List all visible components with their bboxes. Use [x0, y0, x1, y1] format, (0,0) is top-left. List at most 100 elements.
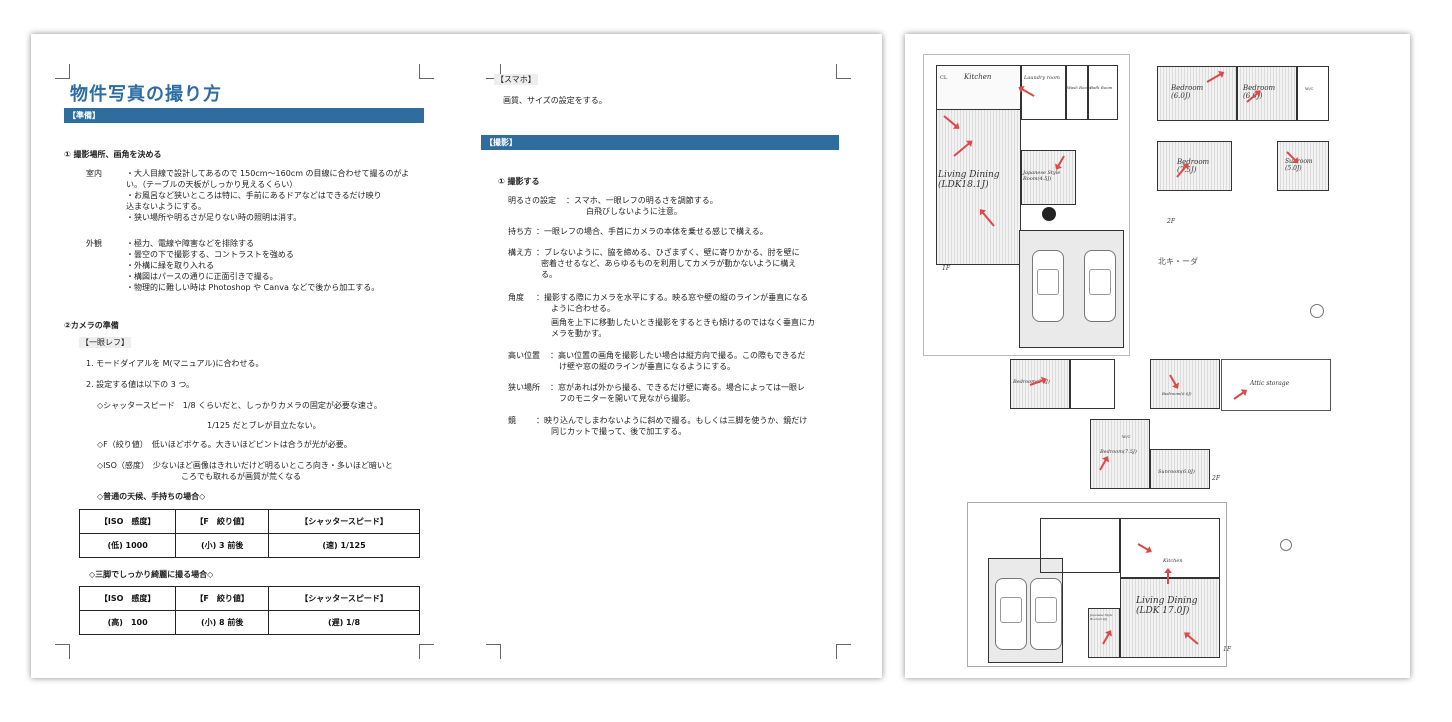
- settings-table-normal: 【ISO 感度】 【F 絞り値】 【シャッタースピード】 (低) 1000 (小…: [78, 509, 420, 558]
- iso-line: ◇ISO（感度） 少ないほど画像はきれいだけど明るいところ向き・多いほど暗いと: [97, 461, 393, 470]
- table-cell: (小) 3 前後: [175, 533, 270, 558]
- tip-line: け壁や窓の縦のラインが垂直になるようにする。: [559, 362, 736, 371]
- room-label: Laundry room: [1024, 75, 1060, 81]
- entry-area: [1040, 518, 1120, 573]
- crop-mark: [486, 64, 501, 79]
- table-cell: (小) 8 前後: [175, 610, 270, 635]
- room-label: Bedroom(6.0J): [1162, 391, 1192, 396]
- room-label: Living Dining (LDK 17.0J): [1136, 596, 1198, 616]
- indoor-label: 室内: [86, 169, 102, 178]
- floor-plan-1f: Kitchen Laundry room Wash Room Bath Room…: [923, 54, 1130, 356]
- floor-plan-1f-b: Kitchen Living Dining (LDK 17.0J) Japane…: [967, 502, 1227, 667]
- room-label: Living Dining (LDK18.1J): [938, 170, 1000, 190]
- tip-line: 同じカットで撮って、後で加工する。: [551, 427, 687, 436]
- floor-label: 2F: [1212, 475, 1220, 482]
- crop-mark: [55, 644, 70, 659]
- floor-plan-2f: Bedroom (6.0J) Bedroom (6.0J) Bedroom (7…: [1157, 66, 1329, 191]
- outdoor-line: ・構図はパースの通りに正面引きで撮る。: [126, 272, 278, 281]
- indoor-line: 込まないようにする。: [126, 202, 206, 211]
- document-page: 物件写真の撮り方 【準備】 ① 撮影場所、画角を決める 室内 ・大人目線で設計し…: [31, 34, 882, 678]
- tip-line: ：一眼レフの場合、手首にカメラの本体を乗せる感じで構える。: [536, 227, 768, 236]
- living-dining-room: [1120, 578, 1220, 658]
- compass-icon: [1310, 304, 1324, 318]
- table-cell: (低) 1000: [78, 533, 177, 558]
- room-label: Kitchen: [964, 73, 992, 81]
- wc-room: [1297, 66, 1329, 121]
- floor-plan-attic: Attic storage: [1221, 359, 1331, 411]
- crop-mark: [419, 64, 434, 79]
- kitchen-room: [936, 65, 1021, 110]
- table-header: 【ISO 感度】: [78, 586, 177, 611]
- tip-line: る。: [541, 270, 557, 279]
- tip-line: 密着させるなど、あらゆるものを利用してカメラが動かないように構え: [541, 259, 797, 268]
- bedroom-room: [1090, 419, 1150, 489]
- tip-label: 持ち方: [508, 227, 532, 236]
- stair-area: [1070, 359, 1115, 409]
- car-icon: [1084, 250, 1116, 322]
- bedroom-room: [1150, 359, 1220, 409]
- tip-line: ：高い位置の画角を撮影したい場合は縦方向で撮る。この際もできるだ: [550, 351, 806, 360]
- floor-label: 1F: [1223, 646, 1231, 653]
- crop-mark: [486, 644, 501, 659]
- section-heading: ① 撮影する: [498, 177, 540, 186]
- table-header: 【F 絞り値】: [175, 509, 270, 534]
- bedroom-room: [1157, 66, 1237, 121]
- crop-mark: [836, 64, 851, 79]
- car-icon: [995, 578, 1027, 650]
- bedroom-room: [1010, 359, 1070, 409]
- car-icon: [1030, 578, 1062, 650]
- laundry-room: [1021, 65, 1066, 120]
- room-label: Bedroom (7.5J): [1177, 158, 1210, 174]
- wash-room: [1066, 65, 1088, 120]
- tip-line: 白飛びしないように注意。: [586, 207, 682, 216]
- tip-line: フのモニターを開いて見ながら撮影。: [559, 394, 695, 403]
- shutter-line: 1/125 だとブレが目立たない。: [207, 421, 321, 430]
- phone-line: 画質、サイズの設定をする。: [503, 96, 607, 105]
- settings-table-tripod: 【ISO 感度】 【F 絞り値】 【シャッタースピード】 (高) 100 (小)…: [78, 586, 420, 635]
- kitchen-room: [1120, 518, 1220, 578]
- floor-label: 1F: [942, 265, 950, 272]
- sunroom-room: [1150, 449, 1210, 489]
- outdoor-line: ・曇空の下で撮影する、コントラストを強める: [126, 250, 294, 259]
- compass-icon: [1280, 539, 1292, 551]
- indoor-line: ・大人目線で設計してあるので 150cm～160cm の目線に合わせて撮るのがよ: [126, 169, 410, 178]
- floor-plan-2f-b: Bedroom(6.5J) Bedroom(6.0J) Bedroom(7.5J…: [1010, 359, 1220, 499]
- floor-label: 2F: [1167, 218, 1175, 225]
- bedroom-room: [1157, 141, 1232, 191]
- subheading: ◇普通の天候、手持ちの場合◇: [97, 492, 206, 501]
- table-header: 【シャッタースピード】: [268, 586, 420, 611]
- tip-line: ：窓があれば外から撮る、できるだけ壁に寄る。場合によっては一眼レ: [550, 383, 806, 392]
- bath-room: [1088, 65, 1118, 120]
- tip-label: 明るさの設定: [508, 196, 556, 205]
- room-label: Japanese Style Room(3.0J): [1090, 613, 1113, 621]
- table-cell: (遅) 1/8: [268, 610, 420, 635]
- room-label: W/C: [1122, 434, 1131, 439]
- room-label: Bedroom(7.5J): [1100, 449, 1137, 455]
- room-label: CL: [940, 75, 948, 81]
- tree-icon: [1042, 207, 1056, 221]
- tip-line: ：映り込んでしまわないように斜めで撮る。もしくは三脚を使うか、鏡だけ: [536, 416, 808, 425]
- page-title: 物件写真の撮り方: [70, 84, 222, 105]
- car-icon: [1032, 250, 1064, 322]
- room-label: Bedroom (6.0J): [1171, 84, 1204, 100]
- table-cell: (高) 100: [78, 610, 177, 635]
- table-header: 【シャッタースピード】: [268, 509, 420, 534]
- outdoor-line: ・極力、電線や障害などを排除する: [126, 239, 254, 248]
- floor-plan-page: Kitchen Laundry room Wash Room Bath Room…: [905, 34, 1410, 678]
- tip-line: ：撮影する際にカメラを水平にする。映る窓や壁の縦のラインが垂直になる: [536, 293, 809, 302]
- tip-line: ：スマホ、一眼レフの明るさを調節する。: [566, 196, 718, 205]
- outdoor-label: 外観: [86, 239, 102, 248]
- list-item: 1. モードダイアルを M(マニュアル)に合わせる。: [86, 359, 264, 368]
- tip-label: 高い位置: [508, 351, 540, 360]
- table-cell: (速) 1/125: [268, 533, 420, 558]
- crop-mark: [55, 64, 70, 79]
- sunroom-room: [1277, 141, 1329, 191]
- tip-line: ように合わせる。: [551, 304, 615, 313]
- section-heading: ① 撮影場所、画角を決める: [64, 150, 162, 159]
- crop-mark: [419, 644, 434, 659]
- phone-tag: 【スマホ】: [494, 74, 538, 85]
- japanese-room: [1088, 608, 1120, 658]
- japanese-room: [1021, 150, 1076, 205]
- camera-arrow: [1233, 390, 1247, 400]
- room-label: Bedroom(6.5J): [1013, 379, 1050, 385]
